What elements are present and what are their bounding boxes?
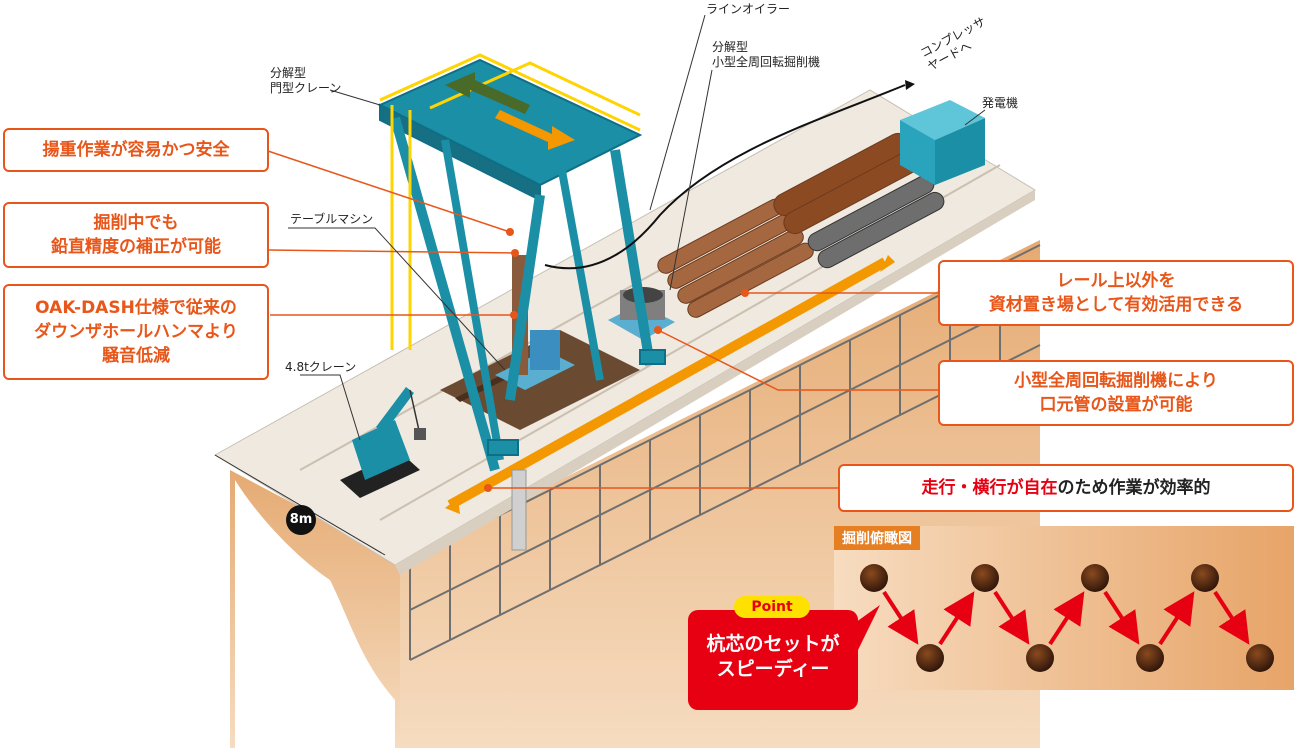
compressor-cable <box>544 84 906 270</box>
callout-storage-line1: レール上以外を <box>1056 271 1176 291</box>
label-gantry-line2: 門型クレーン <box>270 81 342 95</box>
generator-unit <box>900 100 985 185</box>
label-gantry-line1: 分解型 <box>270 66 307 80</box>
pipe-stack-gray <box>807 174 945 269</box>
callout-travel-emphasis: 走行・横行が自在 <box>921 478 1058 498</box>
leader-lines-orange <box>264 149 938 489</box>
callout-lifting: 揚重作業が容易かつ安全 <box>3 128 269 172</box>
label-line-oiler: ラインオイラー <box>706 2 791 16</box>
compressor-arrow <box>905 80 915 90</box>
plan-holes <box>860 564 1274 672</box>
callout-noise-reduction: OAK-DASH仕様で従来の ダウンザホールハンマより 騒音低減 <box>3 284 269 380</box>
point-line1: 杭芯のセットが <box>706 633 840 655</box>
callout-vertical-line2: 鉛直精度の補正が可能 <box>51 237 221 257</box>
callout-casing-line2: 口元管の設置が可能 <box>1039 395 1193 415</box>
travel-arrow <box>445 255 895 514</box>
plan-view <box>834 526 1294 690</box>
plan-view-title: 掘削俯瞰図 <box>834 526 920 550</box>
callout-travel-text: 走行・横行が自在のため作業が効率的 <box>922 476 1211 500</box>
label-gantry-crane: 分解型 門型クレーン <box>270 66 341 96</box>
callout-noise-line2: ダウンザホールハンマより <box>34 322 238 342</box>
callout-vertical-line1: 掘削中でも <box>93 213 179 233</box>
label-table-machine: テーブルマシン <box>290 212 374 226</box>
callout-storage: レール上以外を 資材置き場として有効活用できる <box>938 260 1294 326</box>
callout-casing-line1: 小型全周回転掘削機により <box>1014 371 1218 391</box>
callout-vertical-correction: 掘削中でも 鉛直精度の補正が可能 <box>3 202 269 268</box>
callout-noise-line1: OAK-DASH仕様で従来の <box>35 298 237 318</box>
mobile-crane-48t <box>340 387 426 498</box>
callout-travel-rest: のため作業が効率的 <box>1057 478 1211 498</box>
callout-travel: 走行・横行が自在のため作業が効率的 <box>838 464 1294 512</box>
point-box: 杭芯のセットが スピーディー <box>688 610 858 710</box>
pile-casing <box>511 469 527 551</box>
label-small-drill: 分解型 小型全周回転掘削機 <box>712 40 820 70</box>
width-dimension-badge: 8m <box>286 505 316 535</box>
pipe-stack-brown <box>657 132 920 318</box>
label-generator: 発電機 <box>982 96 1019 110</box>
callout-noise-line3: 騒音低減 <box>102 346 170 366</box>
point-line2: スピーディー <box>716 658 830 680</box>
leader-dots <box>484 228 749 492</box>
callout-storage-line2: 資材置き場として有効活用できる <box>988 295 1244 315</box>
point-pointer <box>852 605 880 650</box>
plan-sequence-arrows <box>882 590 1250 646</box>
callout-lifting-text: 揚重作業が容易かつ安全 <box>42 140 230 160</box>
label-small-drill-line2: 小型全周回転掘削機 <box>712 55 821 69</box>
crane-direction-arrows <box>445 72 575 150</box>
callout-casing: 小型全周回転掘削機により 口元管の設置が可能 <box>938 360 1294 426</box>
label-small-drill-line1: 分解型 <box>712 40 749 54</box>
label-crane-48t: 4.8tクレーン <box>285 360 357 374</box>
point-badge: Point <box>734 596 810 618</box>
